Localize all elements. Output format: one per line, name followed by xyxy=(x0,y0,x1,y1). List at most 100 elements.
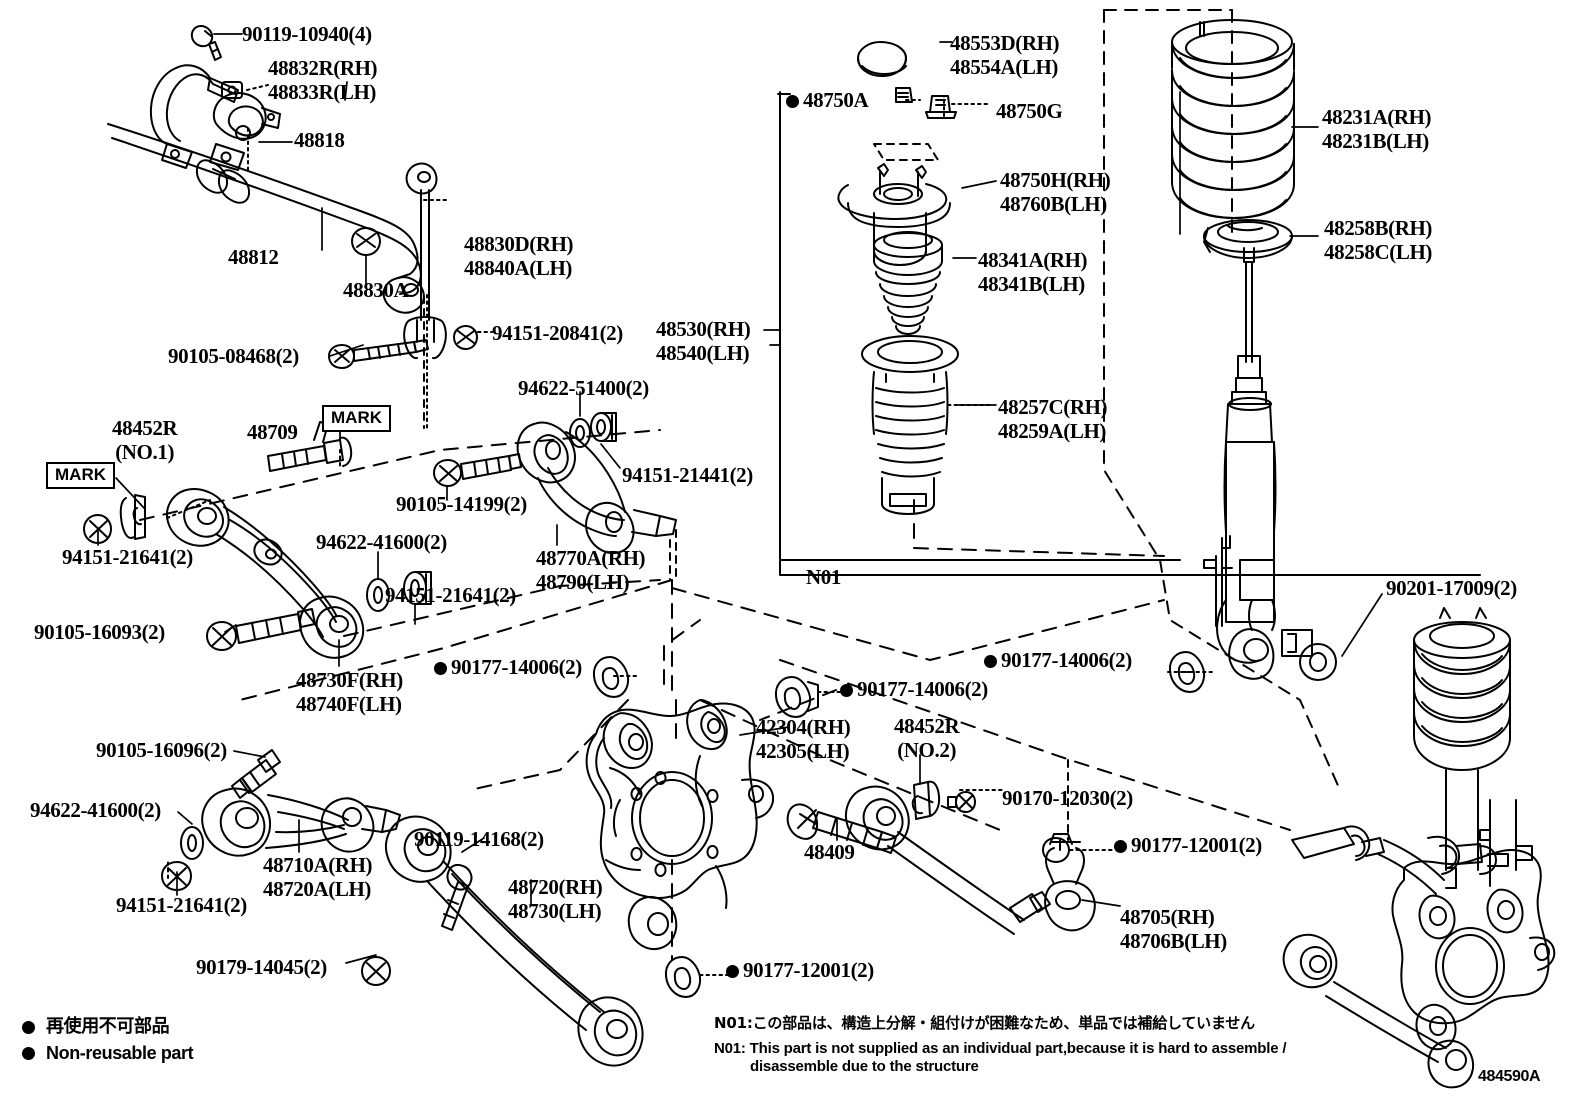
vertical-dashed-short xyxy=(423,295,1069,841)
cap-48553D-art xyxy=(857,41,907,77)
part-label-48530: 48530(RH) 48540(LH) xyxy=(656,317,751,366)
part-label-90201-17009: 90201-17009(2) xyxy=(1386,576,1517,600)
washer-94622-41600-a-art xyxy=(366,578,390,612)
part-label-48818: 48818 xyxy=(294,128,345,152)
knuckle-42304-art xyxy=(585,699,774,950)
note-en-line2: disassemble due to the structure xyxy=(750,1057,979,1075)
nut-90179-14045-art xyxy=(361,956,391,986)
legend-row-en: Non-reusable part xyxy=(22,1043,194,1064)
part-label-90177-14006-c: 90177-14006(2) xyxy=(984,648,1132,672)
part-label-90177-12001-a: 90177-12001(2) xyxy=(1114,833,1262,857)
part-label-90177-14006-a: 90177-14006(2) xyxy=(434,655,582,679)
bolt-90105-14199-art xyxy=(433,453,522,487)
nonreusable-dot-icon xyxy=(984,655,997,668)
coil-spring-48231A-art xyxy=(1171,19,1295,219)
washer-90177-12001-a-art xyxy=(1042,833,1073,863)
part-label-48750G: 48750G xyxy=(996,99,1063,123)
part-label-48830D: 48830D(RH) 48840A(LH) xyxy=(464,232,574,281)
washer-94622-51400-art xyxy=(569,418,591,448)
nut-48750A-art xyxy=(895,87,913,103)
cam-bolt-48709-art xyxy=(267,421,353,472)
mount-dashed-detail xyxy=(873,143,939,161)
nut-48830A-art xyxy=(351,227,381,256)
part-label-90119-10940: 90119-10940(4) xyxy=(242,22,372,46)
assembly-dashed-lines xyxy=(139,429,1291,961)
part-label-48710A: 48710A(RH) 48720A(LH) xyxy=(263,853,373,902)
washer-90177-12001-b-art xyxy=(664,956,702,998)
part-label-94151-21641-c: 94151-21641(2) xyxy=(116,893,247,917)
spring-seat-48258B-art xyxy=(1203,219,1293,259)
part-label-94151-20841: 94151-20841(2) xyxy=(492,321,623,345)
part-label-90177-12001-b: 90177-12001(2) xyxy=(726,958,874,982)
part-label-90105-16093: 90105-16093(2) xyxy=(34,620,165,644)
drawing-number: 484590A xyxy=(1478,1068,1541,1085)
bolt-48409-art xyxy=(786,803,897,854)
part-label-90105-14199: 90105-14199(2) xyxy=(396,492,527,516)
part-label-48832R: 48832R(RH) 48833R(LH) xyxy=(268,56,378,105)
legend-row-jp: 再使用不可部品 xyxy=(22,1016,193,1038)
legend-block: 再使用不可部品 Non-reusable part xyxy=(22,1016,194,1064)
bolt-90119-10940-art xyxy=(190,25,222,61)
n01-group-marker: N01 xyxy=(806,565,841,589)
assembled-rear-suspension-art xyxy=(1282,799,1556,1089)
note-jp: N01:この部品は、構造上分解・組付けが困難なため、単品では補給していません xyxy=(714,1014,1255,1032)
nut-94151-21641-b-art xyxy=(403,571,432,605)
stabilizer-link-art xyxy=(403,162,447,360)
dust-boot-48257C-art xyxy=(861,335,959,515)
part-label-48452R-no2: 48452R (NO.2) xyxy=(894,714,960,763)
bolt-90105-16093-art xyxy=(206,608,316,651)
strut-assembly-art xyxy=(1413,607,1511,889)
control-arm-48770A-art xyxy=(516,421,677,554)
stabilizer-bracket-art xyxy=(149,64,243,169)
part-label-48730F: 48730F(RH) 48740F(LH) xyxy=(296,668,403,717)
part-label-94151-21641-b: 94151-21641(2) xyxy=(385,583,516,607)
part-label-48705: 48705(RH) 48706B(LH) xyxy=(1120,905,1227,954)
part-label-48720: 48720(RH) 48730(LH) xyxy=(508,875,603,924)
part-label-48812: 48812 xyxy=(228,245,279,269)
part-label-90105-08468: 90105-08468(2) xyxy=(168,344,299,368)
nonreusable-dot-icon xyxy=(726,965,739,978)
shock-absorber-48530-art xyxy=(1203,247,1313,680)
part-label-48452R-no1: 48452R (NO.1) xyxy=(112,416,178,465)
toe-arm-48705-art xyxy=(845,785,1096,935)
bolt-90170-12030-art xyxy=(947,791,976,813)
nut-94151-20841-art xyxy=(453,325,478,350)
part-label-94622-41600-b: 94622-41600(2) xyxy=(30,798,161,822)
bolt-90105-08468-art xyxy=(328,339,429,369)
mark-clip-no1-art xyxy=(119,494,146,540)
part-label-90119-14168: 90119-14168(2) xyxy=(414,827,544,851)
mark-callout-2: MARK xyxy=(46,462,115,489)
bushing-48818-art xyxy=(209,92,281,171)
mark-clip-no2-art xyxy=(911,780,941,820)
part-label-48258B: 48258B(RH) 48258C(LH) xyxy=(1324,216,1432,265)
washer-94622-41600-b-art xyxy=(180,826,204,860)
strut-mount-48750H-art xyxy=(837,163,951,266)
part-label-48830A: 48830A xyxy=(343,278,409,302)
mark-callout-1: MARK xyxy=(322,405,391,432)
nonreusable-dot-icon xyxy=(786,95,799,108)
washer-90201-17009-art xyxy=(1299,643,1337,681)
part-label-94151-21641-a: 94151-21641(2) xyxy=(62,545,193,569)
leader-lines-dotted xyxy=(166,84,1213,976)
nut-48750G-art xyxy=(925,95,957,119)
part-label-94151-21441: 94151-21441(2) xyxy=(622,463,753,487)
part-label-48709: 48709 xyxy=(247,420,298,444)
leader-lines xyxy=(97,33,1383,964)
part-label-90177-14006-b: 90177-14006(2) xyxy=(840,677,988,701)
part-label-90179-14045: 90179-14045(2) xyxy=(196,955,327,979)
note-block: N01:この部品は、構造上分解・組付けが困難なため、単品では補給していません N… xyxy=(714,1014,1287,1075)
nonreusable-dot-icon xyxy=(22,1046,35,1060)
control-arm-48730F-art xyxy=(166,488,365,659)
part-label-48553D: 48553D(RH) 48554A(LH) xyxy=(950,31,1060,80)
part-label-48409: 48409 xyxy=(804,840,855,864)
part-label-90170-12030: 90170-12030(2) xyxy=(1002,786,1133,810)
nonreusable-dot-icon xyxy=(22,1020,35,1034)
nut-94151-21441-art xyxy=(590,412,617,442)
trailing-arm-48720-art xyxy=(385,815,644,1067)
nonreusable-dot-icon xyxy=(840,684,853,697)
part-label-48750A: 48750A xyxy=(786,88,869,112)
part-label-90105-16096: 90105-16096(2) xyxy=(96,738,227,762)
n01-group-box xyxy=(777,91,1481,576)
